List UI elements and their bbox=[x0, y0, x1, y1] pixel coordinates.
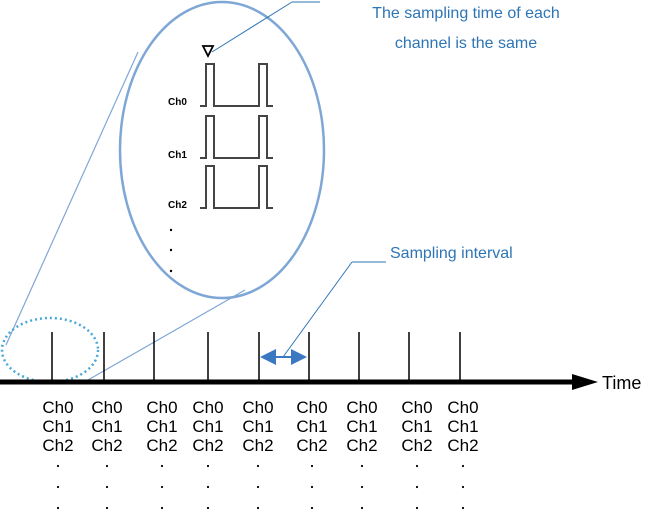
continuation-dot bbox=[310, 485, 314, 489]
sample-channel-label: Ch1 bbox=[42, 417, 73, 436]
inset-waveform-ch1: Ch1 bbox=[168, 115, 273, 161]
continuation-dot bbox=[105, 485, 109, 489]
sample-channel-label: Ch0 bbox=[401, 398, 432, 417]
continuation-dot bbox=[256, 485, 260, 489]
continuation-dot bbox=[160, 506, 164, 510]
sample-channel-label: Ch2 bbox=[42, 436, 73, 455]
time-axis-label: Time bbox=[602, 373, 641, 393]
inset-waveform-ch2: Ch2 bbox=[168, 165, 273, 211]
sample-channel-label: Ch1 bbox=[146, 417, 177, 436]
sample-channel-label: Ch1 bbox=[192, 417, 223, 436]
inset-label-ch2: Ch2 bbox=[168, 200, 187, 211]
sample-channel-label: Ch1 bbox=[296, 417, 327, 436]
sample-channel-label: Ch1 bbox=[242, 417, 273, 436]
continuation-dot bbox=[415, 464, 419, 468]
continuation-dot bbox=[461, 464, 465, 468]
continuation-dot bbox=[206, 485, 210, 489]
inset-label-ch1: Ch1 bbox=[168, 150, 187, 161]
sample-channel-label: Ch0 bbox=[42, 398, 73, 417]
sample-channel-label: Ch0 bbox=[242, 398, 273, 417]
continuation-dot bbox=[360, 506, 364, 510]
sample-channel-label: Ch0 bbox=[447, 398, 478, 417]
continuation-dot bbox=[160, 485, 164, 489]
continuation-dot bbox=[310, 464, 314, 468]
sample-channel-label: Ch1 bbox=[346, 417, 377, 436]
sample-channel-label: Ch0 bbox=[192, 398, 223, 417]
sample-channel-label: Ch0 bbox=[346, 398, 377, 417]
annotation-sampling-interval: Sampling interval bbox=[390, 245, 513, 262]
sample-channel-label: Ch2 bbox=[296, 436, 327, 455]
continuation-dot bbox=[105, 506, 109, 510]
time-axis-arrow-icon bbox=[572, 374, 598, 390]
annotation-same-time-line1: The sampling time of each bbox=[372, 5, 560, 22]
continuation-dot bbox=[256, 464, 260, 468]
sample-channel-label: Ch0 bbox=[296, 398, 327, 417]
annotation-same-time-line2: channel is the same bbox=[395, 35, 537, 52]
interval-pointer-line bbox=[282, 261, 353, 358]
continuation-dot bbox=[56, 485, 60, 489]
zoom-ellipse bbox=[118, 0, 326, 300]
highlight-dotted-circle bbox=[0, 316, 100, 384]
continuation-dot bbox=[256, 506, 260, 510]
continuation-dot bbox=[360, 464, 364, 468]
continuation-dot bbox=[461, 485, 465, 489]
sample-channel-label: Ch1 bbox=[401, 417, 432, 436]
annotation-pointer-line bbox=[211, 1, 293, 53]
continuation-dot bbox=[56, 506, 60, 510]
continuation-dot bbox=[160, 464, 164, 468]
sample-channel-label: Ch2 bbox=[401, 436, 432, 455]
sample-channel-label: Ch2 bbox=[146, 436, 177, 455]
continuation-dot bbox=[206, 464, 210, 468]
sample-channel-label: Ch2 bbox=[91, 436, 122, 455]
sample-channel-label: Ch2 bbox=[447, 436, 478, 455]
continuation-dot bbox=[415, 485, 419, 489]
sample-channel-label: Ch1 bbox=[447, 417, 478, 436]
zoom-line-lower bbox=[87, 289, 246, 381]
continuation-dot bbox=[310, 506, 314, 510]
sample-label-groups: Ch0Ch1Ch2Ch0Ch1Ch2Ch0Ch1Ch2Ch0Ch1Ch2Ch0C… bbox=[42, 398, 479, 510]
sample-ticks bbox=[51, 332, 461, 382]
zoom-line-upper bbox=[5, 51, 139, 346]
inset-waveform-ch0: Ch0 bbox=[168, 63, 273, 108]
inset-continuation-dots bbox=[169, 228, 173, 273]
continuation-dot bbox=[56, 464, 60, 468]
sample-channel-label: Ch0 bbox=[146, 398, 177, 417]
continuation-dot bbox=[360, 485, 364, 489]
sample-channel-label: Ch2 bbox=[346, 436, 377, 455]
continuation-dot bbox=[105, 464, 109, 468]
sample-channel-label: Ch0 bbox=[91, 398, 122, 417]
continuation-dot bbox=[415, 506, 419, 510]
continuation-dot bbox=[206, 506, 210, 510]
continuation-dot bbox=[461, 506, 465, 510]
inset-label-ch0: Ch0 bbox=[168, 97, 187, 108]
trigger-triangle-icon bbox=[201, 45, 215, 59]
sample-channel-label: Ch2 bbox=[192, 436, 223, 455]
sample-channel-label: Ch2 bbox=[242, 436, 273, 455]
sample-channel-label: Ch1 bbox=[91, 417, 122, 436]
